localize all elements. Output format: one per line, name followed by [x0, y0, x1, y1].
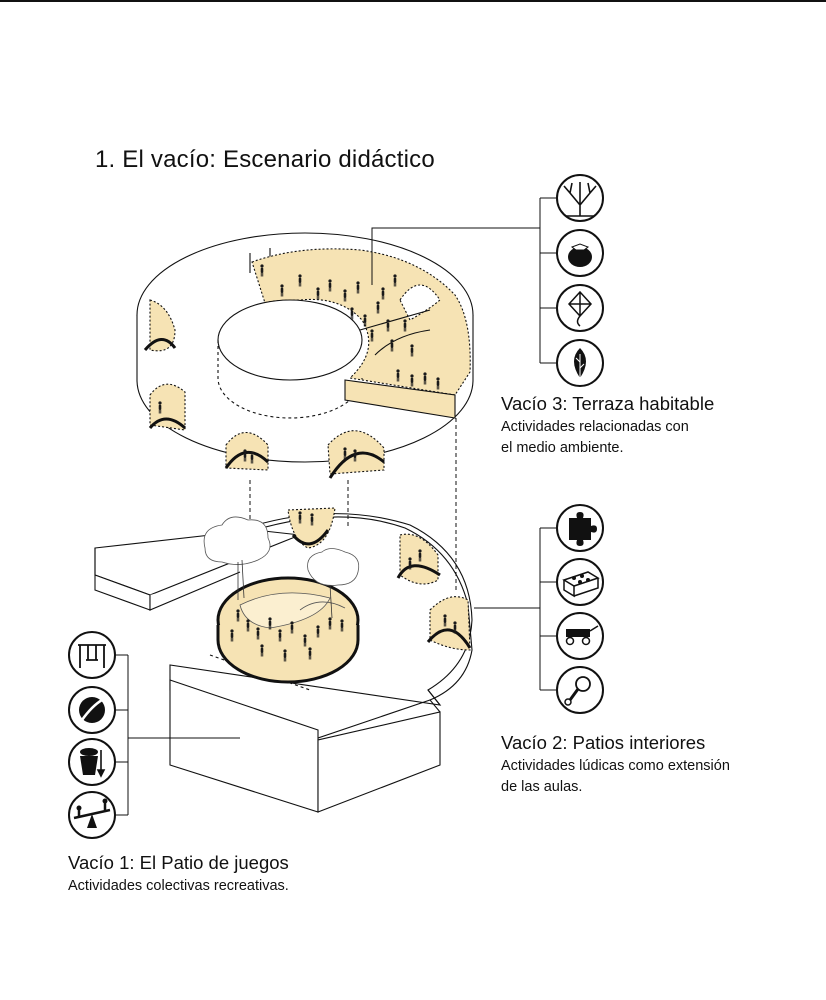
level-connectors: [249, 418, 457, 590]
kite-icon: [556, 284, 604, 332]
upper-ring: [136, 232, 474, 479]
playground-circle: [216, 576, 360, 684]
void-2-desc-line-2: de las aulas.: [501, 779, 583, 795]
tomato-icon: [556, 229, 604, 277]
void-2-heading: Vacío 2: Patios interiores: [501, 732, 706, 753]
tree-icon: [556, 174, 604, 222]
rattle-icon: [556, 666, 604, 714]
puzzle-icon: [556, 504, 604, 552]
seesaw-icon: [68, 791, 116, 839]
trees: [203, 516, 360, 619]
top-border: [0, 0, 826, 2]
void-3-desc-line-1: Actividades relacionadas con: [501, 419, 689, 435]
sand-bucket-icon: [68, 738, 116, 786]
void-1-label: Vacío 1: El Patio de juegos Actividades …: [68, 852, 289, 897]
void-1-heading: Vacío 1: El Patio de juegos: [68, 852, 289, 873]
void-2-label: Vacío 2: Patios interiores Actividades l…: [501, 732, 730, 798]
void-3-label: Vacío 3: Terraza habitable Actividades r…: [501, 393, 714, 459]
void-2-desc-line-1: Actividades lúdicas como extensión: [501, 758, 730, 774]
ball-icon: [68, 686, 116, 734]
void-3-desc-line-2: el medio ambiente.: [501, 440, 624, 456]
swing-icon: [68, 631, 116, 679]
void-3-heading: Vacío 3: Terraza habitable: [501, 393, 715, 414]
leaf-icon: [556, 339, 604, 387]
page-title: 1. El vacío: Escenario didáctico: [95, 146, 435, 173]
void-1-desc-line-1: Actividades colectivas recreativas.: [68, 878, 289, 894]
wagon-icon: [556, 612, 604, 660]
leader-lines: [115, 197, 556, 816]
lego-brick-icon: [556, 558, 604, 606]
